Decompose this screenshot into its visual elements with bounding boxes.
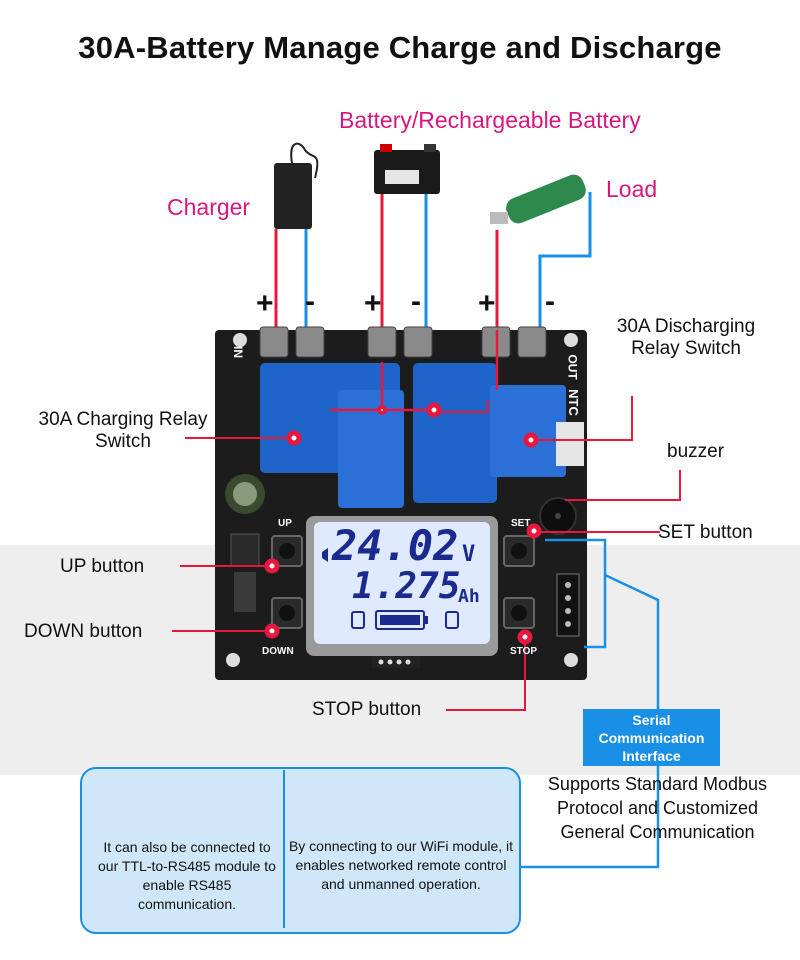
callout-markers	[264, 402, 542, 645]
load-resistor-image	[490, 174, 586, 224]
callout-lines	[172, 396, 681, 711]
serial-link	[517, 538, 660, 869]
stop-button-label: STOP button	[312, 699, 422, 720]
module-info-panel	[80, 767, 521, 934]
modbus-note: Supports Standard Modbus Protocol and Cu…	[547, 774, 768, 842]
silk-up: UP	[278, 518, 292, 529]
battery-label: Battery/Rechargeable Battery	[339, 107, 641, 133]
buzzer-label: buzzer	[667, 441, 725, 462]
silk-stop: STOP	[510, 646, 538, 657]
silk-ntc: NTC	[565, 389, 581, 416]
load-minus-sign: -	[545, 285, 555, 318]
battery-plus-sign: +	[364, 287, 382, 320]
serial-interface-box: Serial Communication Interface	[583, 709, 720, 766]
silk-in: IN	[231, 346, 245, 358]
charger-minus-sign: -	[305, 285, 315, 318]
charging-relay-label: 30A Charging Relay Switch	[38, 409, 208, 452]
charger-label: Charger	[167, 194, 251, 220]
lcd-voltage: 24.02	[332, 521, 459, 570]
pcb-board	[215, 326, 587, 680]
page-title: 30A-Battery Manage Charge and Discharge	[78, 30, 722, 65]
silk-out: OUT	[565, 354, 580, 380]
wifi-module-text: By connecting to our WiFi module, it ena…	[288, 838, 514, 892]
charger-plus-sign: +	[256, 287, 274, 320]
battery-minus-sign: -	[411, 285, 421, 318]
lcd-capacity: 1.275	[352, 566, 461, 607]
lcd-capacity-unit: Ah	[458, 586, 480, 607]
set-button-label: SET button	[658, 522, 753, 543]
module-info-divider	[283, 770, 285, 928]
silk-down: DOWN	[262, 646, 294, 657]
load-label: Load	[606, 176, 658, 202]
discharging-relay-label: 30A Discharging Relay Switch	[616, 316, 756, 359]
silk-set: SET	[511, 518, 531, 529]
battery-image	[374, 144, 440, 194]
down-button-label: DOWN button	[24, 621, 143, 642]
wiring	[274, 192, 592, 330]
up-button-label: UP button	[60, 556, 145, 577]
lcd-voltage-unit: V	[462, 542, 476, 567]
charger-image	[274, 142, 319, 229]
load-plus-sign: +	[478, 287, 496, 320]
rs485-module-text: It can also be connected to our TTL-to-R…	[98, 839, 276, 912]
